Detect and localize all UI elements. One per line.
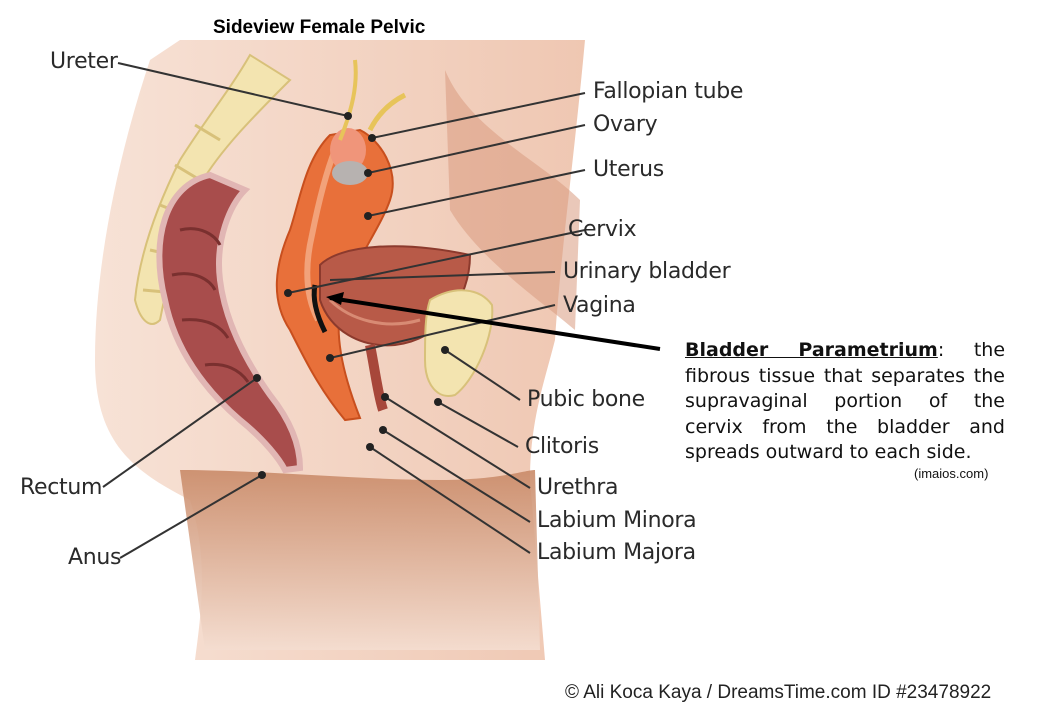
callout-text: : the fibrous tissue that separates the … xyxy=(685,339,1006,463)
label-anus: Anus xyxy=(68,545,122,570)
rectum-organ xyxy=(156,171,304,474)
label-labium-majora: Labium Majora xyxy=(537,540,696,565)
label-cervix: Cervix xyxy=(568,217,637,242)
label-urinary-bladder: Urinary bladder xyxy=(563,259,731,284)
callout-arrowhead xyxy=(326,292,344,305)
image-credit: © Ali Koca Kaya / DreamsTime.com ID #234… xyxy=(565,682,992,703)
label-urethra: Urethra xyxy=(537,475,619,500)
label-fallopian-tube: Fallopian tube xyxy=(593,79,744,104)
label-rectum: Rectum xyxy=(20,475,103,500)
parametrium-callout: Bladder Parametrium: the fibrous tissue … xyxy=(685,338,1005,466)
leader-dots xyxy=(253,112,449,479)
label-clitoris: Clitoris xyxy=(525,434,599,459)
label-ureter: Ureter xyxy=(50,49,118,74)
leader-lines xyxy=(102,62,661,559)
label-ovary: Ovary xyxy=(593,112,658,137)
parametrium-highlight xyxy=(311,284,328,334)
callout-source: (imaios.com) xyxy=(914,466,989,481)
label-vagina: Vagina xyxy=(563,293,636,318)
label-labium-minora: Labium Minora xyxy=(537,508,697,533)
label-pubic-bone: Pubic bone xyxy=(527,387,645,412)
sacrum-bone xyxy=(133,53,292,325)
callout-term: Bladder Parametrium xyxy=(685,339,938,361)
label-uterus: Uterus xyxy=(593,157,664,182)
diagram-title: Sideview Female Pelvic xyxy=(213,17,426,38)
